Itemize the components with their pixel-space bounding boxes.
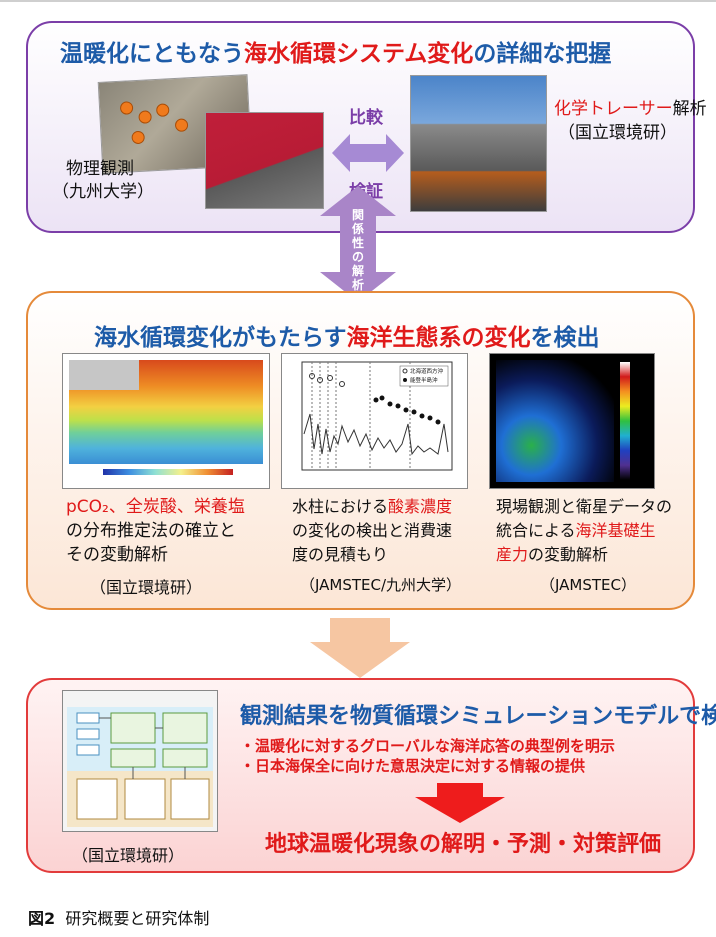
relation-analysis-arrow-icon: [320, 186, 396, 302]
svg-text:北海道西方沖: 北海道西方沖: [410, 367, 444, 375]
physical-observation-org: （九州大学）: [52, 182, 154, 202]
panel1-title: 温暖化にともなう海水循環システム変化の詳細な把握: [60, 41, 612, 67]
compare-label: 比較: [349, 108, 383, 128]
tracer-sampling-photo: [410, 75, 547, 212]
panel2-title: 海水循環変化がもたらす海洋生態系の変化を検出: [94, 325, 600, 351]
panel3-title: 観測結果を物質循環シミュレーションモデルで検証: [240, 704, 716, 729]
pco2-distribution-map: [62, 353, 270, 489]
col1-org: （国立環境研）: [90, 578, 203, 597]
col3-description: 現場観測と衛星データの 統合による海洋基礎生 産力の変動解析: [496, 497, 673, 564]
bullet-global-response: ・温暖化に対するグローバルな海洋応答の典型例を明示: [240, 737, 615, 755]
physical-observation-label: 物理観測: [66, 159, 134, 179]
flow-down-arrow-icon: [310, 618, 410, 678]
svg-text:能登半島沖: 能登半島沖: [410, 376, 438, 384]
material-cycle-model-diagram: [62, 690, 218, 832]
col2-org: （JAMSTEC/九州大学）: [300, 576, 462, 594]
primary-production-satellite-map: [489, 353, 655, 489]
oxygen-timeseries-chart: 北海道西方沖 能登半島沖: [281, 353, 468, 489]
bullet-information: ・日本海保全に向けた意思決定に対する情報の提供: [240, 757, 586, 775]
conclusion-arrow-icon: [415, 783, 505, 823]
instrument-photo: [205, 112, 324, 209]
conclusion-label: 地球温暖化現象の解明・予測・対策評価: [265, 832, 662, 857]
col2-description: 水柱における酸素濃度 の変化の検出と消費速 度の見積もり: [292, 497, 453, 564]
chemical-tracer-label: 化学トレーサー解析: [554, 99, 707, 119]
chemical-tracer-org: （国立環境研）: [558, 123, 677, 143]
top-border: [0, 0, 716, 2]
col1-description: pCO₂、全炭酸、栄養塩 の分布推定法の確立と その変動解析: [66, 497, 245, 565]
model-org: （国立環境研）: [72, 846, 185, 865]
compare-arrow-icon: [332, 134, 404, 172]
figure-caption: 図2 研究概要と研究体制: [28, 909, 210, 928]
relation-analysis-label: 関 係 性 の 解 析: [351, 208, 364, 292]
col3-org: （JAMSTEC）: [540, 576, 636, 594]
